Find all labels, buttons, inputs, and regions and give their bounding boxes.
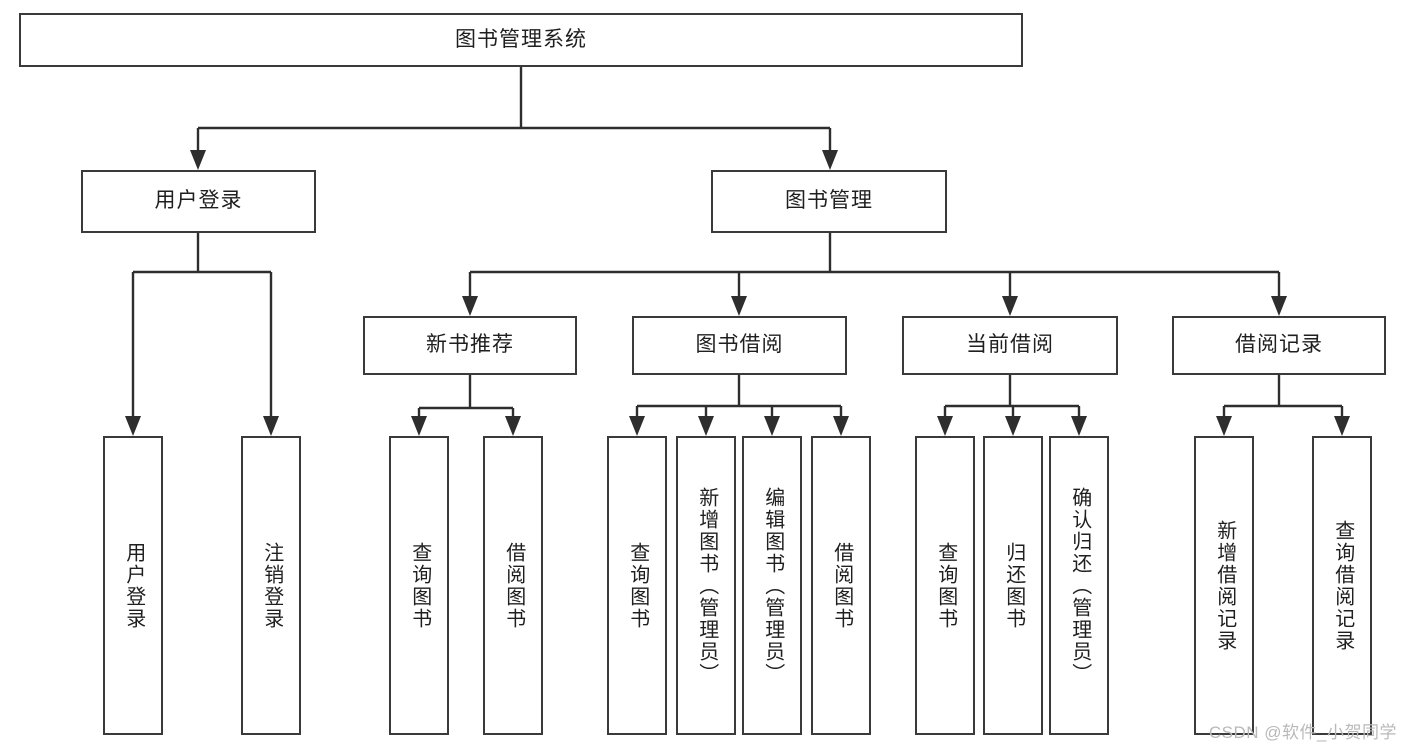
leaf-add-borrow-record[interactable]: 新增借阅记录 bbox=[1194, 436, 1254, 735]
leaf-confirm-return-admin-label: 确认归还（管理员） bbox=[1068, 486, 1091, 685]
arrow-leaf-query-book-3 bbox=[937, 416, 953, 436]
watermark-text: CSDN @软件_小贺同学 bbox=[1208, 723, 1397, 742]
arrow-leaf-query-record bbox=[1334, 416, 1350, 436]
leaf-query-book-newbook[interactable]: 查询图书 bbox=[389, 436, 449, 735]
node-book-management-label: 图书管理 bbox=[785, 189, 873, 213]
node-new-book-recommend[interactable]: 新书推荐 bbox=[363, 316, 577, 375]
arrow-current-borrow bbox=[1002, 296, 1018, 316]
leaf-borrow-book-borrow-label: 借阅图书 bbox=[830, 541, 853, 630]
leaf-borrow-book-newbook-label: 借阅图书 bbox=[502, 541, 525, 630]
arrow-leaf-query-book-2 bbox=[629, 416, 645, 436]
node-borrow-record-label: 借阅记录 bbox=[1235, 333, 1323, 357]
leaf-user-login[interactable]: 用户登录 bbox=[103, 436, 163, 735]
arrow-user-login bbox=[190, 150, 206, 170]
leaf-edit-book-admin[interactable]: 编辑图书（管理员） bbox=[742, 436, 802, 735]
node-book-management[interactable]: 图书管理 bbox=[711, 170, 947, 233]
leaf-query-book-current-label: 查询图书 bbox=[934, 541, 957, 630]
leaf-return-book-label: 归还图书 bbox=[1002, 541, 1025, 630]
arrow-new-book bbox=[462, 296, 478, 316]
node-root-label: 图书管理系统 bbox=[455, 27, 587, 51]
arrow-leaf-user-login bbox=[125, 416, 141, 436]
arrow-leaf-return-book bbox=[1005, 416, 1021, 436]
arrow-leaf-query-book-1 bbox=[411, 416, 427, 436]
node-root[interactable]: 图书管理系统 bbox=[19, 13, 1023, 67]
node-book-borrow-label: 图书借阅 bbox=[695, 333, 784, 357]
arrow-borrow-book bbox=[731, 296, 747, 316]
arrow-borrow-record bbox=[1271, 296, 1287, 316]
leaf-add-book-admin-label: 新增图书（管理员） bbox=[695, 486, 718, 685]
leaf-user-login-label: 用户登录 bbox=[122, 541, 145, 630]
leaf-logout-label: 注销登录 bbox=[260, 541, 283, 630]
leaf-query-borrow-record[interactable]: 查询借阅记录 bbox=[1312, 436, 1372, 735]
leaf-query-book-borrow-label: 查询图书 bbox=[626, 541, 649, 630]
leaf-borrow-book-newbook[interactable]: 借阅图书 bbox=[483, 436, 543, 735]
leaf-query-book-newbook-label: 查询图书 bbox=[408, 541, 431, 630]
arrow-leaf-add-record bbox=[1216, 416, 1232, 436]
leaf-logout[interactable]: 注销登录 bbox=[241, 436, 301, 735]
node-user-login-label: 用户登录 bbox=[154, 189, 243, 213]
arrow-leaf-edit-book bbox=[764, 416, 780, 436]
arrow-leaf-borrow-book-2 bbox=[833, 416, 849, 436]
node-current-borrow[interactable]: 当前借阅 bbox=[902, 316, 1118, 375]
node-book-borrow[interactable]: 图书借阅 bbox=[632, 316, 847, 375]
leaf-edit-book-admin-label: 编辑图书（管理员） bbox=[761, 486, 784, 685]
leaf-return-book[interactable]: 归还图书 bbox=[983, 436, 1043, 735]
leaf-confirm-return-admin[interactable]: 确认归还（管理员） bbox=[1049, 436, 1109, 735]
node-current-borrow-label: 当前借阅 bbox=[966, 333, 1054, 357]
arrow-leaf-confirm-return bbox=[1071, 416, 1087, 436]
arrow-leaf-borrow-book-1 bbox=[505, 416, 521, 436]
arrow-leaf-logout bbox=[263, 416, 279, 436]
leaf-query-book-borrow[interactable]: 查询图书 bbox=[607, 436, 667, 735]
node-user-login[interactable]: 用户登录 bbox=[81, 170, 316, 233]
node-borrow-record[interactable]: 借阅记录 bbox=[1172, 316, 1386, 375]
arrow-leaf-add-book bbox=[698, 416, 714, 436]
leaf-query-borrow-record-label: 查询借阅记录 bbox=[1331, 519, 1354, 652]
leaf-add-book-admin[interactable]: 新增图书（管理员） bbox=[676, 436, 736, 735]
node-new-book-recommend-label: 新书推荐 bbox=[426, 333, 514, 357]
leaf-borrow-book-borrow[interactable]: 借阅图书 bbox=[811, 436, 871, 735]
arrow-book-mgmt bbox=[822, 150, 838, 170]
leaf-add-borrow-record-label: 新增借阅记录 bbox=[1213, 519, 1236, 652]
leaf-query-book-current[interactable]: 查询图书 bbox=[915, 436, 975, 735]
